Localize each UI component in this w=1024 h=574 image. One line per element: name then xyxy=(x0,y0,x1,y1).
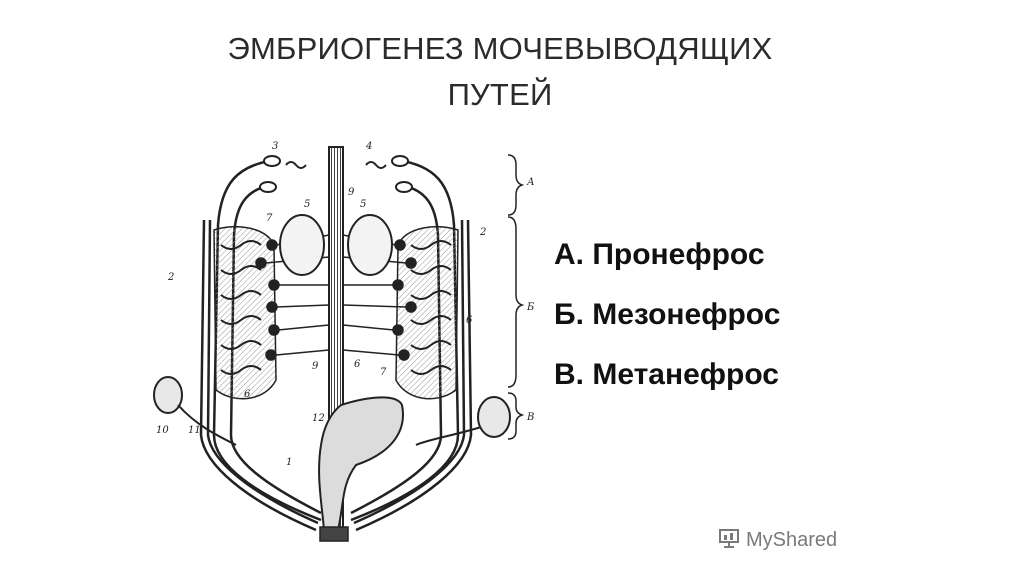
label-2-right: 2 xyxy=(479,227,486,238)
label-1: 1 xyxy=(286,457,292,468)
label-6-left: 6 xyxy=(244,389,251,400)
title-line-2: ПУТЕЙ xyxy=(447,77,553,112)
section-label-b: Б xyxy=(526,302,535,313)
watermark-text: MyShared xyxy=(746,528,838,551)
diagram-svg: А Б В 1 2 2 3 4 5 5 6 6 6 7 7 9 9 10 11 … xyxy=(153,141,535,542)
legend: А. Пронефрос Б. Мезонефрос В. Метанефрос xyxy=(554,225,974,405)
label-7-left: 7 xyxy=(266,213,273,224)
gonads xyxy=(279,214,393,276)
section-label-a: А xyxy=(526,177,535,188)
mesonephros-left xyxy=(213,226,277,400)
presentation-board-icon xyxy=(718,527,740,554)
label-2-left: 2 xyxy=(167,272,174,283)
legend-item-mesonephros: Б. Мезонефрос xyxy=(554,298,781,331)
label-10: 10 xyxy=(156,425,169,436)
label-4: 4 xyxy=(365,141,372,152)
label-7-right: 7 xyxy=(380,367,387,378)
label-5-left: 5 xyxy=(304,199,310,210)
label-6-center: 6 xyxy=(354,359,361,370)
label-11: 11 xyxy=(188,425,201,436)
label-3: 3 xyxy=(272,141,278,152)
section-braces xyxy=(507,154,525,440)
embryogenesis-diagram: А Б В 1 2 2 3 4 5 5 6 6 6 7 7 9 9 10 11 … xyxy=(126,135,546,560)
label-6-right: 6 xyxy=(466,315,473,326)
label-5-right: 5 xyxy=(360,199,366,210)
mesonephros-right xyxy=(395,226,459,400)
label-12: 12 xyxy=(312,413,325,424)
legend-item-pronephros: А. Пронефрос xyxy=(554,238,765,271)
left-ducts xyxy=(199,158,322,532)
cloaca xyxy=(318,396,404,542)
title-line-1: ЭМБРИОГЕНЕЗ МОЧЕВЫВОДЯЩИХ xyxy=(227,31,773,66)
section-label-v: В xyxy=(526,412,534,423)
watermark: MyShared xyxy=(718,522,858,558)
slide-title: ЭМБРИОГЕНЕЗ МОЧЕВЫВОДЯЩИХ ПУТЕЙ xyxy=(150,26,850,118)
label-9-bottom: 9 xyxy=(312,361,319,372)
pronephros-tubules xyxy=(259,155,413,193)
right-ducts xyxy=(350,158,473,532)
label-9-top: 9 xyxy=(348,187,355,198)
legend-item-metanephros: В. Метанефрос xyxy=(554,358,779,391)
metanephros-kidneys xyxy=(153,376,511,446)
